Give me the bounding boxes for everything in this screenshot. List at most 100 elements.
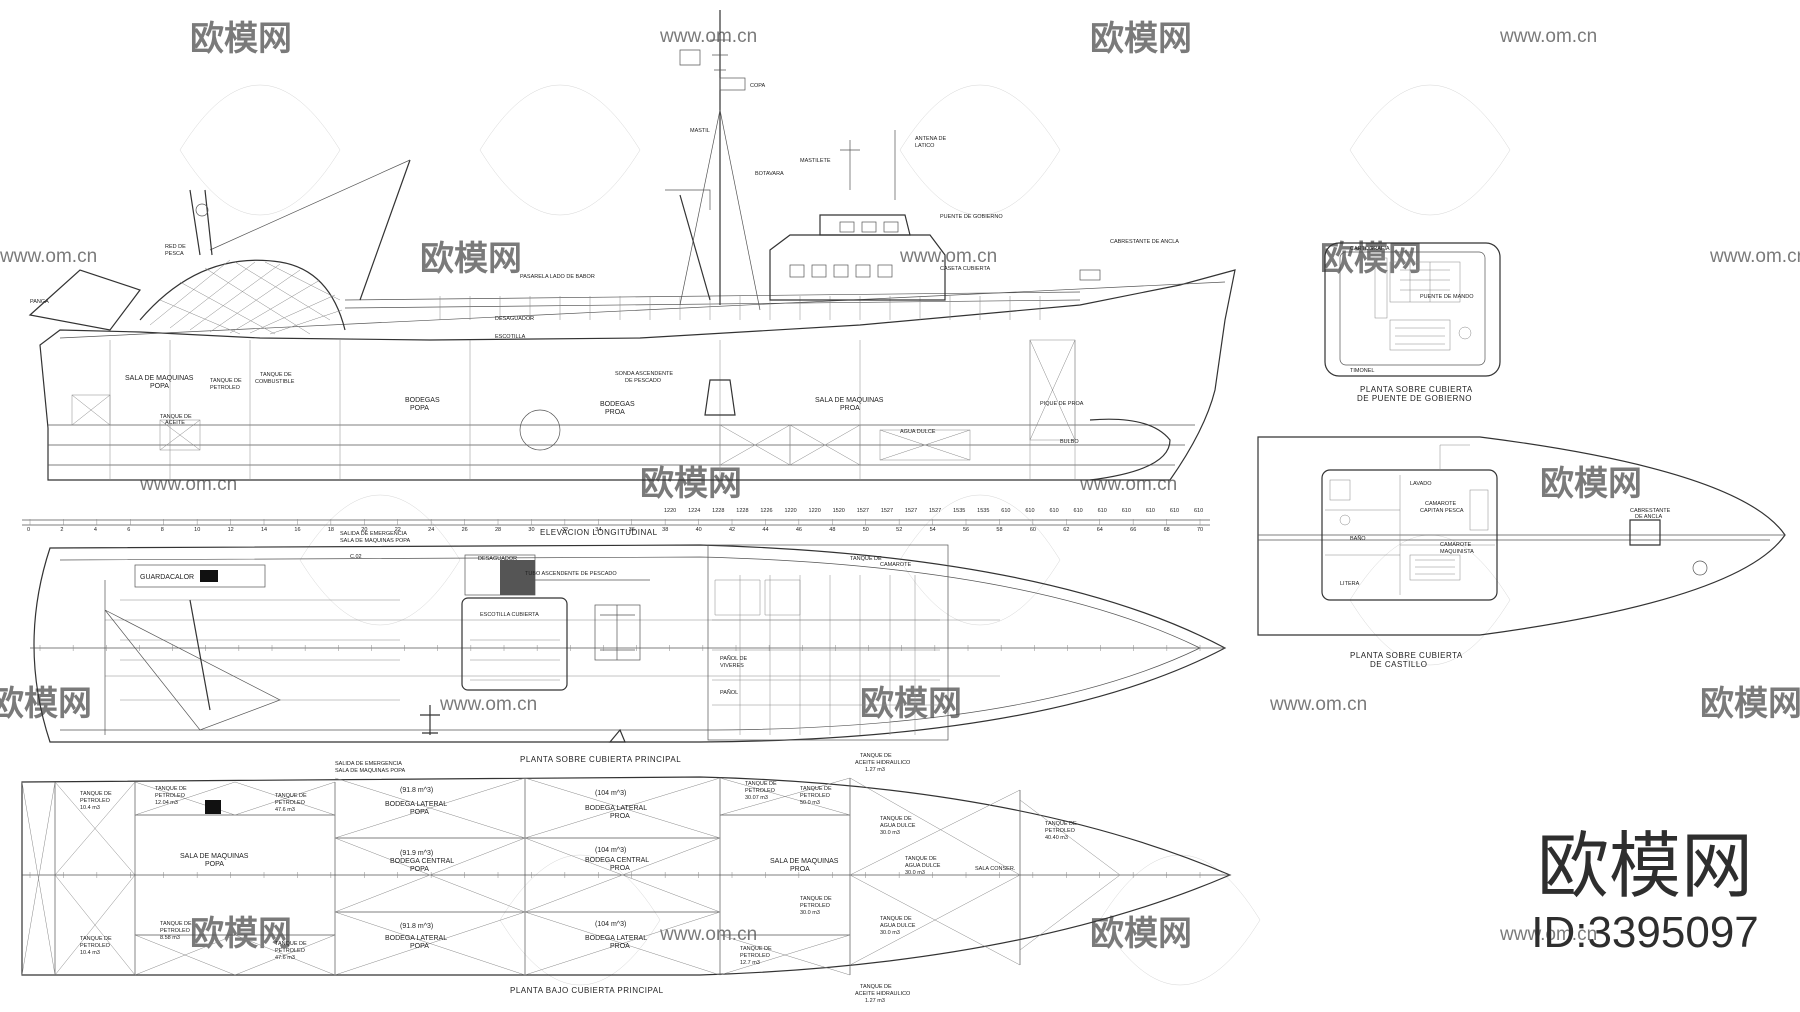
label-vol1: (91.8 m^3) <box>400 787 433 794</box>
label-cen-popa: BODEGA CENTRAL <box>390 858 454 865</box>
label-tanque-comb: TANQUE DE <box>260 372 292 378</box>
label-sala-popa-below: SALA DE MAQUINAS <box>180 853 249 860</box>
title-forecastle-1: PLANTA SOBRE CUBIERTA <box>1350 651 1463 660</box>
frame-number: 36 <box>629 527 635 533</box>
watermark-url: www.om.cn <box>1499 924 1597 945</box>
frame-number: 6 <box>127 527 130 533</box>
frame-number: 42 <box>729 527 735 533</box>
frame-number: 32 <box>562 527 568 533</box>
label-escotilla: ESCOTILLA <box>495 334 526 340</box>
label-pasarela: PASARELA LADO DE BABOR <box>520 274 595 280</box>
frame-spacing: 1220 <box>784 508 796 514</box>
frame-spacing: 1527 <box>905 508 917 514</box>
label-sala-proa-below-2: PROA <box>790 866 810 873</box>
brand-block: 欧模网 ID:3395097 <box>1510 830 1780 958</box>
accommodation-block <box>707 544 949 741</box>
frame-number: 50 <box>863 527 869 533</box>
frame-number: 2 <box>60 527 63 533</box>
derrick <box>679 194 711 301</box>
label-tank1-3: 10.4 m3 <box>80 805 100 811</box>
label-cen-proa-2: PROA <box>610 865 630 872</box>
label-lat-popa2-2: POPA <box>410 943 429 950</box>
longitudinal-elevation: COPA MASTIL MASTILETE ANTENA DE LATICO B… <box>22 10 1236 537</box>
label-lat-popa: BODEGA LATERAL <box>385 801 447 808</box>
watermark-layer: 欧模网 欧模网 www.om.cn www.om.cn 欧模网 欧模网 www.… <box>0 20 1800 986</box>
frame-number: 40 <box>696 527 702 533</box>
label-tanque-pet-2: PETROLEO <box>210 385 241 391</box>
label-pet-c-3: 30.0 m3 <box>800 910 820 916</box>
label-panga: PANGA <box>30 299 49 305</box>
deck-frame-ticks <box>39 645 1201 651</box>
label-panel-viveres-2: VIVERES <box>720 663 744 669</box>
watermark-brand: 欧模网 <box>860 685 962 723</box>
label-botavara: BOTAVARA <box>755 171 784 177</box>
frame-number: 44 <box>762 527 768 533</box>
label-bodegas-popa-2: POPA <box>410 405 429 412</box>
frame-spacing: 1224 <box>688 508 700 514</box>
label-lat-proa2-2: PROA <box>610 943 630 950</box>
label-caseta: CASETA CUBIERTA <box>940 266 990 272</box>
label-agua-b: TANQUE DE <box>905 856 937 862</box>
label-tanque-pet: TANQUE DE <box>210 378 242 384</box>
label-aceite-bot-3: 1.27 m3 <box>865 998 885 1004</box>
frame-spacing: 1220 <box>664 508 676 514</box>
bulbous-bow <box>1089 418 1171 481</box>
label-tanque-deck: TANQUE DE <box>850 556 882 562</box>
title-bridge-1: PLANTA SOBRE CUBIERTA <box>1360 385 1473 394</box>
title-below-deck: PLANTA BAJO CUBIERTA PRINCIPAL <box>510 986 664 995</box>
watermark-brand: 欧模网 <box>1540 465 1642 503</box>
label-sala-proa-below: SALA DE MAQUINAS <box>770 858 839 865</box>
label-lat-proa: BODEGA LATERAL <box>585 805 647 812</box>
anchor-windlass <box>1079 269 1101 281</box>
label-tank4-3: 10.4 m3 <box>80 950 100 956</box>
frame-number: 10 <box>194 527 200 533</box>
label-sonda: SONDA ASCENDENTE <box>615 371 673 377</box>
label-agua-b-2: AGUA DULCE <box>905 863 941 869</box>
label-lat-proa2: BODEGA LATERAL <box>585 935 647 942</box>
forecastle-interior <box>1325 444 1495 595</box>
label-vol5: (91.8 m^3) <box>400 923 433 930</box>
label-tank6-3: 47.6 m3 <box>275 955 295 961</box>
frame-number: 30 <box>528 527 534 533</box>
label-bano-fc: BAÑO <box>1350 535 1366 542</box>
frame-spacing: 610 <box>1025 508 1034 514</box>
label-mastilete: MASTILETE <box>800 158 831 164</box>
label-pet-a-2: PETROLEO <box>745 788 776 794</box>
label-camarote2-fc: CAMAROTE <box>1440 542 1472 548</box>
label-red: RED DE <box>165 244 186 250</box>
label-tanque-aceite-2: ACEITE <box>165 420 185 426</box>
label-tank5: TANQUE DE <box>160 921 192 927</box>
label-sala-proa-2: PROA <box>840 405 860 412</box>
sonar-dome <box>519 409 561 451</box>
label-tanque-aceite: TANQUE DE <box>160 414 192 420</box>
brand-name: 欧模网 <box>1536 824 1753 908</box>
label-agua-a-3: 30.0 m3 <box>880 830 900 836</box>
forecastle-cabins <box>1321 469 1498 601</box>
label-tubo: TUBO ASCENDENTE DE PESCADO <box>525 571 617 577</box>
frame-spacing: 610 <box>1194 508 1203 514</box>
frame-spacing: 1535 <box>977 508 989 514</box>
trawl-winch <box>594 604 641 661</box>
frame-number: 0 <box>27 527 30 533</box>
label-pet-c: TANQUE DE <box>800 896 832 902</box>
frame-number: 18 <box>328 527 334 533</box>
title-elevation: ELEVACION LONGITUDINAL <box>540 528 658 537</box>
label-tank3-2: PETROLEO <box>275 800 306 806</box>
label-bridge-3: PUENTE DE MANDO <box>1420 294 1474 300</box>
wheelhouse <box>819 214 911 236</box>
elevation-tanks <box>71 339 1076 466</box>
bridge-outline <box>1324 242 1501 377</box>
watermark-url: www.om.cn <box>1499 26 1597 47</box>
deck-anchor <box>420 705 440 735</box>
label-salida-below: SALIDA DE EMERGENCIA <box>335 761 402 767</box>
watermark-brand: 欧模网 <box>190 20 292 58</box>
watermark-url: www.om.cn <box>1079 474 1177 495</box>
label-aceite-top-2: ACEITE HIDRAULICO <box>855 760 911 766</box>
label-aceite-bot: TANQUE DE <box>860 984 892 990</box>
label-lat-proa-2: PROA <box>610 813 630 820</box>
label-bridge-1: CARTOGRAFIA <box>1350 246 1390 252</box>
label-guardacalor: GUARDACALOR <box>140 574 194 581</box>
